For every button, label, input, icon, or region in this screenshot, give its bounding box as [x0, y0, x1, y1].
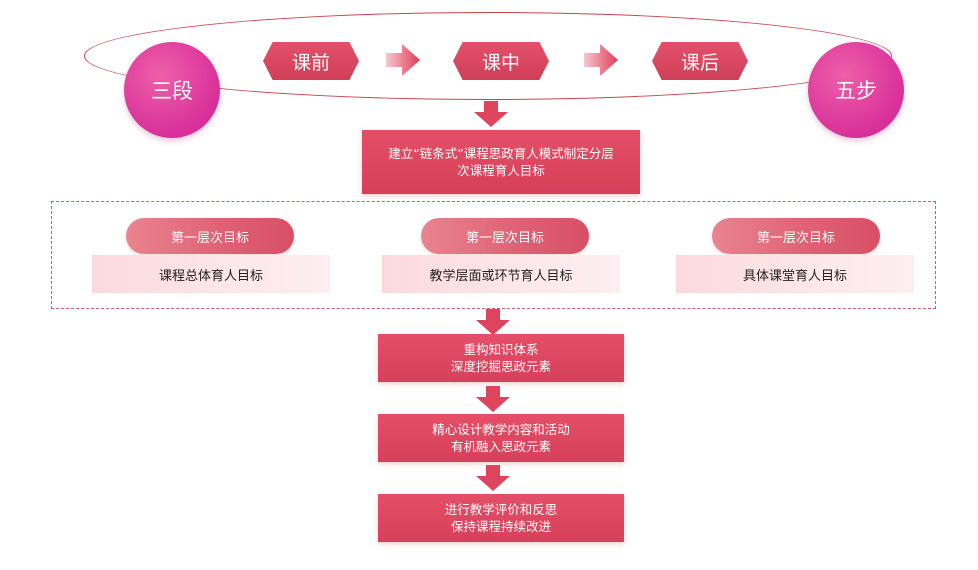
process-step: 重构知识体系 深度挖掘思政元素	[378, 334, 624, 382]
stage-circle-left: 三段	[124, 42, 220, 138]
level-tag-label: 第一层次目标	[465, 230, 544, 246]
process-step-line2: 有机融入思政元素	[450, 439, 551, 454]
goal-box-line2: 次课程育人目标	[457, 163, 545, 178]
levels-region	[51, 201, 936, 309]
stage-after-class: 课后	[652, 42, 748, 80]
level-desc-label: 教学层面或环节育人目标	[429, 268, 573, 284]
goal-box-line1: 建立“链条式”课程思政育人模式制定分层	[388, 146, 614, 161]
process-step: 进行教学评价和反思 保持课程持续改进	[378, 494, 624, 542]
level-tag-label: 第一层次目标	[756, 230, 835, 246]
stage-ellipse	[84, 12, 892, 100]
level-desc: 课程总体育人目标	[92, 255, 330, 293]
process-step-line1: 精心设计教学内容和活动	[432, 422, 570, 437]
down-arrow-icon	[476, 465, 510, 491]
stage-in-class: 课中	[453, 42, 549, 80]
level-tag-label: 第一层次目标	[170, 230, 249, 246]
goal-box: 建立“链条式”课程思政育人模式制定分层 次课程育人目标	[362, 130, 640, 194]
level-desc-label: 具体课堂育人目标	[742, 268, 847, 284]
right-arrow-icon	[584, 44, 618, 76]
right-arrow-icon	[386, 44, 420, 76]
process-step-line1: 重构知识体系	[463, 342, 539, 357]
level-desc-label: 课程总体育人目标	[158, 268, 263, 284]
level-tag: 第一层次目标	[712, 218, 880, 254]
level-tag: 第一层次目标	[126, 218, 294, 254]
process-step: 精心设计教学内容和活动 有机融入思政元素	[378, 414, 624, 462]
level-desc: 教学层面或环节育人目标	[382, 255, 620, 293]
stage-circle-left-label: 三段	[151, 79, 193, 103]
process-step-line1: 进行教学评价和反思	[444, 502, 558, 517]
process-step-line2: 深度挖掘思政元素	[450, 359, 551, 374]
stage-before-class-label: 课前	[291, 51, 330, 74]
stage-circle-right: 五步	[808, 42, 904, 138]
stage-after-class-label: 课后	[680, 51, 719, 74]
down-arrow-icon	[474, 101, 508, 127]
stage-circle-right-label: 五步	[835, 79, 877, 103]
level-tag: 第一层次目标	[421, 218, 589, 254]
stage-in-class-label: 课中	[481, 51, 520, 74]
down-arrow-icon	[476, 386, 510, 412]
process-step-line2: 保持课程持续改进	[450, 519, 551, 534]
down-arrow-icon	[476, 309, 510, 335]
stage-before-class: 课前	[263, 42, 359, 80]
level-desc: 具体课堂育人目标	[676, 255, 914, 293]
